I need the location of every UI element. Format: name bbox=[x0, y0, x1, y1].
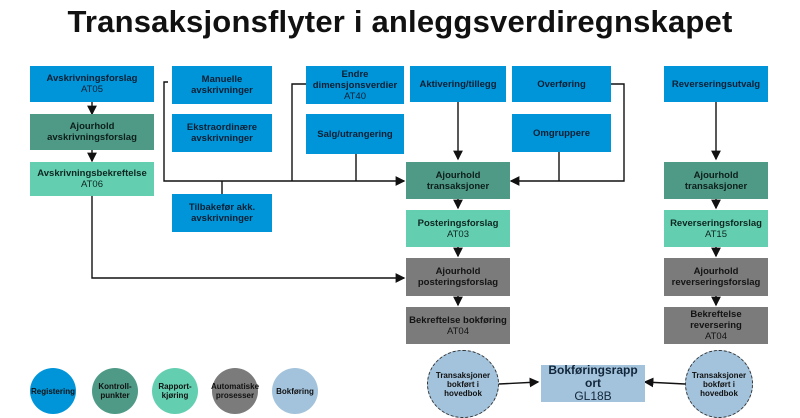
bekreftelse-reversering-box: Bekreftelse reversering AT04 bbox=[664, 307, 768, 344]
legend-kontrollpunkter: Kontroll-punkter bbox=[92, 368, 138, 414]
ajourhold-posteringsforslag-box: Ajourhold posteringsforslag bbox=[406, 258, 510, 296]
ajourhold-avskrivningsforslag-box: Ajourhold avskrivningsforslag bbox=[30, 114, 154, 150]
legend-automatiske-prosesser: Automatiske prosesser bbox=[211, 368, 259, 414]
transaksjoner-bokfort-left-circle: Transaksjoner bokført i hovedbok bbox=[427, 350, 499, 418]
legend-bokforing: Bokføring bbox=[272, 368, 318, 414]
reverseringsutvalg-box: Reverseringsutvalg bbox=[664, 66, 768, 102]
ajourhold-reverseringsforslag-box: Ajourhold reverseringsforslag bbox=[664, 258, 768, 296]
ajourhold-transaksjoner-reversering-box: Ajourhold transaksjoner bbox=[664, 162, 768, 199]
bekreftelse-bokforing-box: Bekreftelse bokføring AT04 bbox=[406, 307, 510, 344]
reverseringsforslag-box: Reverseringsforslag AT15 bbox=[664, 210, 768, 247]
bokforingsrapport-box: Bokføringsrapp ort GL18B bbox=[541, 364, 645, 403]
page-title: Transaksjonsflyter i anleggsverdiregnska… bbox=[67, 4, 733, 39]
avskrivningsbekreftelse-box: Avskrivningsbekreftelse AT06 bbox=[30, 162, 154, 196]
manuelle-avskrivninger-box: Manuelle avskrivninger bbox=[172, 66, 272, 104]
tilbakefor-avskrivninger-box: Tilbakefør akk. avskrivninger bbox=[172, 194, 272, 232]
endre-dimensjonsverdier-box: Endre dimensjonsverdier AT40 bbox=[306, 66, 404, 104]
transaksjoner-bokfort-right-circle: Transaksjoner bokført i hovedbok bbox=[685, 350, 753, 418]
overforing-box: Overføring bbox=[512, 66, 611, 102]
posteringsforslag-box: Posteringsforslag AT03 bbox=[406, 210, 510, 247]
salg-utrangering-box: Salg/utrangering bbox=[306, 114, 404, 154]
ekstraordinare-avskrivninger-box: Ekstraordinære avskrivninger bbox=[172, 114, 272, 152]
omgruppere-box: Omgruppere bbox=[512, 114, 611, 152]
ajourhold-transaksjoner-box: Ajourhold transaksjoner bbox=[406, 162, 510, 199]
legend-rapportkjoring: Rapport-kjøring bbox=[152, 368, 198, 414]
aktivering-tillegg-box: Aktivering/tillegg bbox=[410, 66, 506, 102]
avskrivningsforslag-box: Avskrivningsforslag AT05 bbox=[30, 66, 154, 102]
legend-registering: Registering bbox=[30, 368, 76, 414]
